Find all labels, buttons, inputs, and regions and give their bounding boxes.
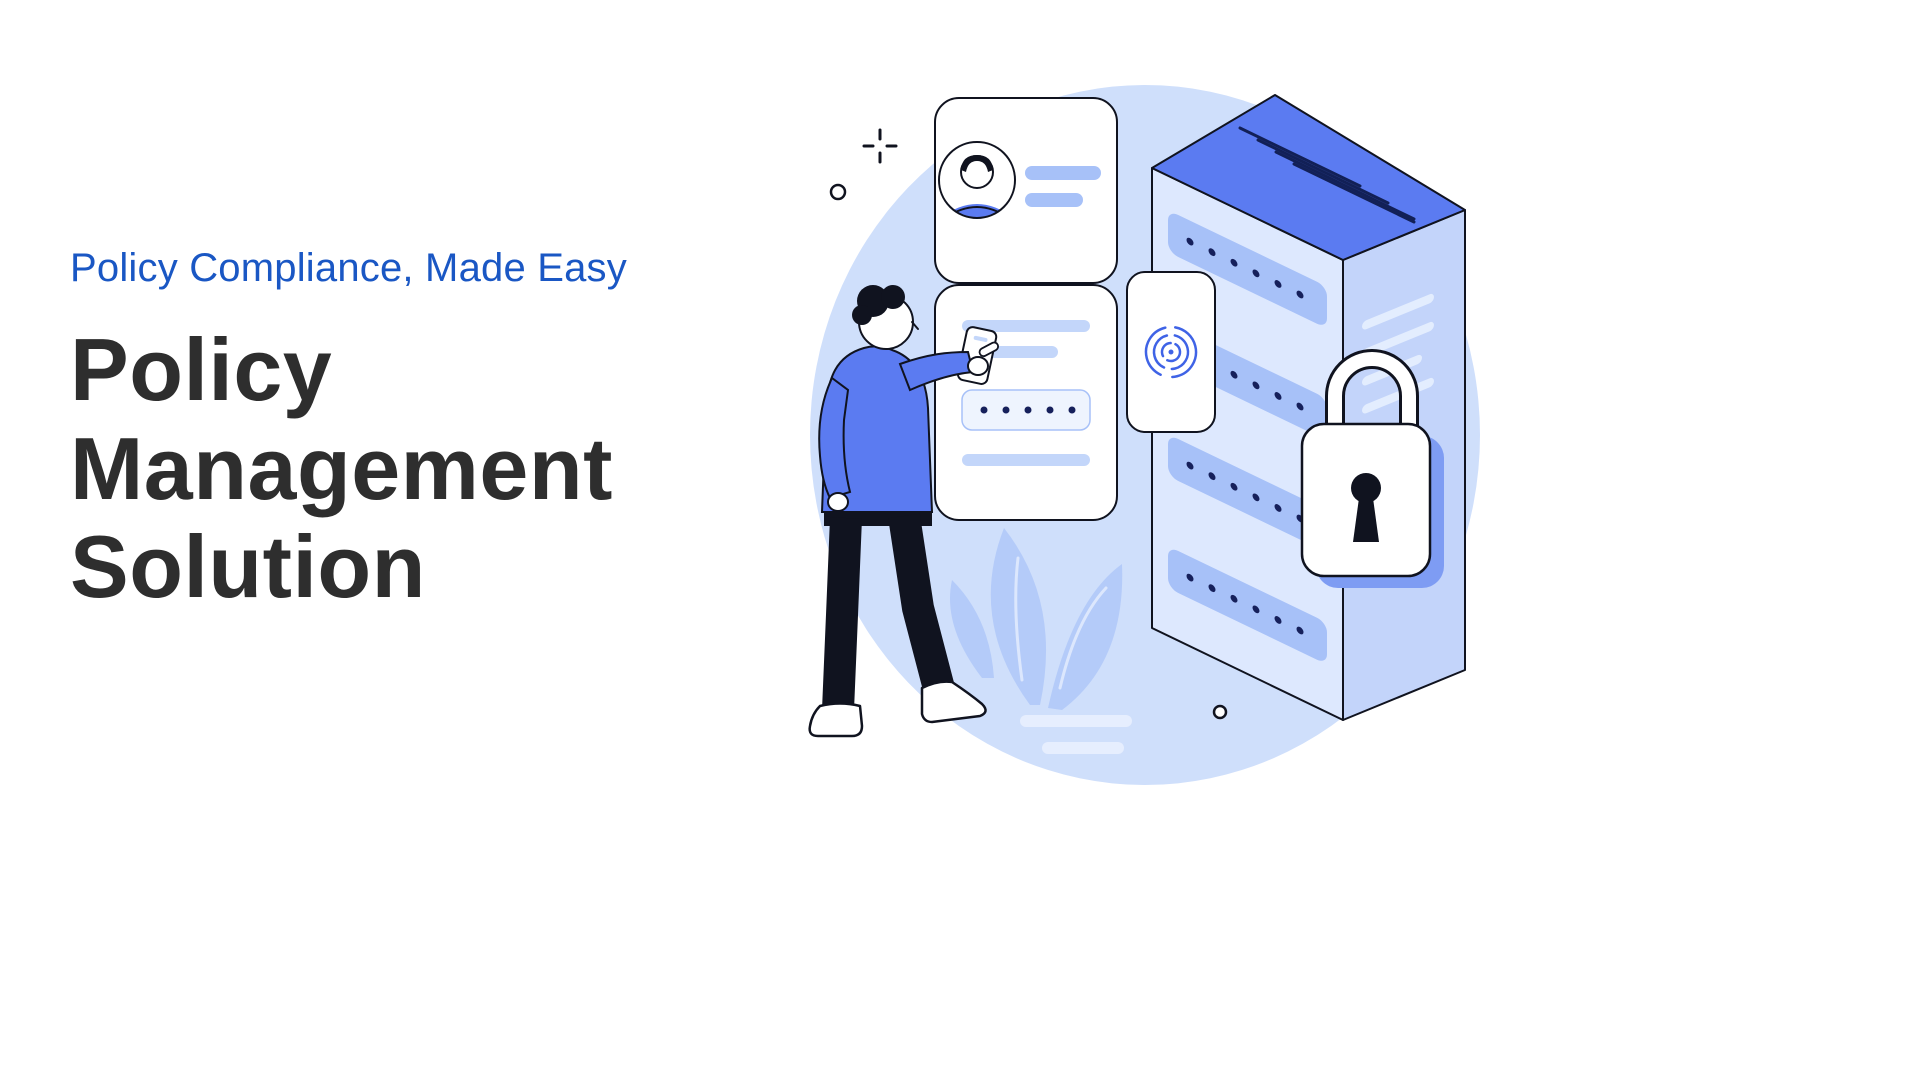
dot-circle-bottom xyxy=(1212,704,1228,720)
credentials-card-bottom-line xyxy=(962,454,1090,466)
leaf-decoration xyxy=(950,528,1123,710)
heading-line-2: Management xyxy=(70,418,613,518)
profile-card xyxy=(934,97,1118,284)
profile-card-text-lines xyxy=(1025,166,1101,207)
credentials-card xyxy=(934,284,1118,521)
fingerprint-scanner-icon xyxy=(1144,325,1198,379)
person-right-hand xyxy=(967,341,1000,376)
password-field-row-1 xyxy=(1168,213,1327,325)
person-with-phone xyxy=(808,285,1000,738)
padlock-icon xyxy=(1300,349,1444,588)
password-dots xyxy=(980,406,1076,414)
password-input-field xyxy=(961,389,1091,431)
person-left-hand xyxy=(827,492,849,512)
padlock-shackle xyxy=(1328,352,1416,438)
person-head xyxy=(852,285,919,350)
security-illustration-svg xyxy=(808,85,1480,785)
heading-line-1: Policy xyxy=(70,320,333,419)
keyhole-icon xyxy=(1351,473,1381,542)
fingerprint-card xyxy=(1126,271,1216,433)
password-field-row-3 xyxy=(1168,437,1327,549)
hero-heading: Policy Management Solution xyxy=(70,320,790,617)
lid-stripes xyxy=(1238,126,1416,224)
hero-text-block: Policy Compliance, Made Easy Policy Mana… xyxy=(70,246,790,617)
heading-line-3: Solution xyxy=(70,517,426,617)
tower-lid xyxy=(1151,94,1466,261)
person-left-arm xyxy=(818,376,852,500)
dot-circle-top xyxy=(829,183,847,201)
blob-accent-lines xyxy=(1020,715,1132,754)
sparkle-icon xyxy=(862,128,898,164)
hero-illustration xyxy=(770,60,1510,830)
hero-eyebrow: Policy Compliance, Made Easy xyxy=(70,246,627,290)
password-field-row-4 xyxy=(1168,549,1327,661)
person-shoes xyxy=(808,680,987,738)
